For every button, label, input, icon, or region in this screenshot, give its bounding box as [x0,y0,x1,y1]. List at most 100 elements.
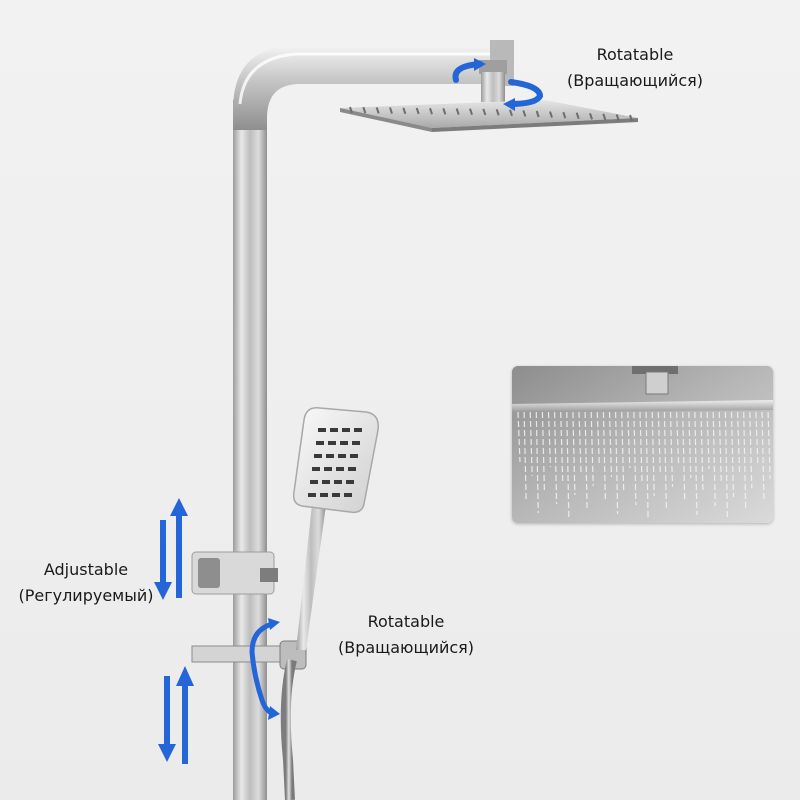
water-stream [682,411,686,502]
head-rotatable-label-ru: (Вращающийся) [566,71,704,90]
water-stream [529,411,533,477]
water-stream [706,411,710,470]
handset-rotatable-label-ru: (Вращающийся) [337,638,475,657]
nozzle [402,107,407,115]
nozzle [562,111,567,119]
water-stream [737,411,741,475]
up-down-arrow-icon [158,666,194,764]
nozzle [482,108,487,116]
handset-nozzle [308,493,316,497]
nozzle [602,113,607,121]
rain-spray-scene [512,366,773,523]
water-stream [584,411,588,510]
nozzle [442,108,447,115]
rain-head-nozzles [349,106,633,122]
rain-shower-head [340,100,638,132]
water-stream [718,411,722,484]
head-rotatable-label-en: Rotatable [596,45,674,64]
nozzle [535,110,540,118]
handset-nozzle [342,428,350,432]
water-stream [590,411,594,487]
handset-nozzle [322,480,330,484]
water-stream [749,411,753,489]
nozzle [415,107,420,115]
nozzle [509,109,513,117]
rotate-arrow-icon [249,618,280,720]
handset-nozzle [352,441,360,445]
handset-nozzles [308,428,362,497]
water-stream [688,411,692,479]
handset-nozzle [318,428,326,432]
handset-nozzle [328,441,336,445]
handset-nozzle [338,454,346,458]
water-stream [639,411,643,483]
water-stream [523,411,527,500]
handset-nozzle [310,480,318,484]
water-stream [517,411,521,463]
up-down-arrow-icon [154,498,188,600]
head-rotatable-label: Rotatable (Вращающийся) [555,42,715,94]
nozzle [389,107,393,114]
water-stream [700,411,704,493]
nozzle [349,106,353,114]
height-adjustable-label-en: Adjustable [43,560,129,579]
water-stream [669,411,674,488]
water-stream [541,411,545,491]
handset-nozzle [350,454,358,458]
water-stream [572,411,576,496]
handset-nozzle [330,428,338,432]
handset-nozzle [332,493,340,497]
water-stream [578,411,582,473]
handset-nozzle [334,480,342,484]
nozzle [615,114,620,121]
nozzle [549,111,553,118]
water-stream [743,411,747,512]
handset-nozzle [344,493,352,497]
handset-rotatable-label-en: Rotatable [367,612,445,631]
handset-nozzle [340,441,348,445]
handset-nozzle [354,428,362,432]
water-stream [633,411,637,506]
water-stream [694,411,698,516]
water-stream [730,411,735,498]
handset-rotatable-label: Rotatable (Вращающийся) [326,609,486,661]
water-stream [608,411,613,478]
water-stream [657,411,661,474]
handset-nozzle [314,454,322,458]
nozzle [455,108,460,115]
nozzle [495,108,500,116]
water-stream [535,411,539,514]
nozzle [522,110,527,117]
nozzle [629,114,633,122]
nozzle [469,108,473,116]
handheld-shower [292,407,379,650]
water-stream [621,411,625,492]
shower-hose [280,658,297,800]
rain-head-connector [479,60,507,102]
handset-nozzle [320,493,328,497]
handset-nozzle [312,467,320,471]
water-stream [615,411,619,515]
height-adjustable-label-ru: (Регулируемый) [18,586,154,605]
water-stream [627,411,631,469]
water-stream [712,411,716,507]
handset-nozzle [336,467,344,471]
nozzle [375,107,380,114]
handset-nozzle [348,467,356,471]
nozzle [362,106,367,114]
water-stream [724,411,728,521]
height-adjustable-label: Adjustable (Регулируемый) [6,557,166,609]
nozzle [429,107,433,115]
water-stream [560,411,564,482]
rotate-arrow-icon [452,58,544,111]
handset-nozzle [324,467,332,471]
water-stream [663,411,667,511]
nozzle [575,112,580,120]
rain-spray-inset-photo [512,366,773,523]
water-stream [767,411,771,480]
handset-holder-bracket [191,551,278,595]
handset-nozzle [346,480,354,484]
nozzle [589,112,593,120]
water-stream [761,411,765,503]
